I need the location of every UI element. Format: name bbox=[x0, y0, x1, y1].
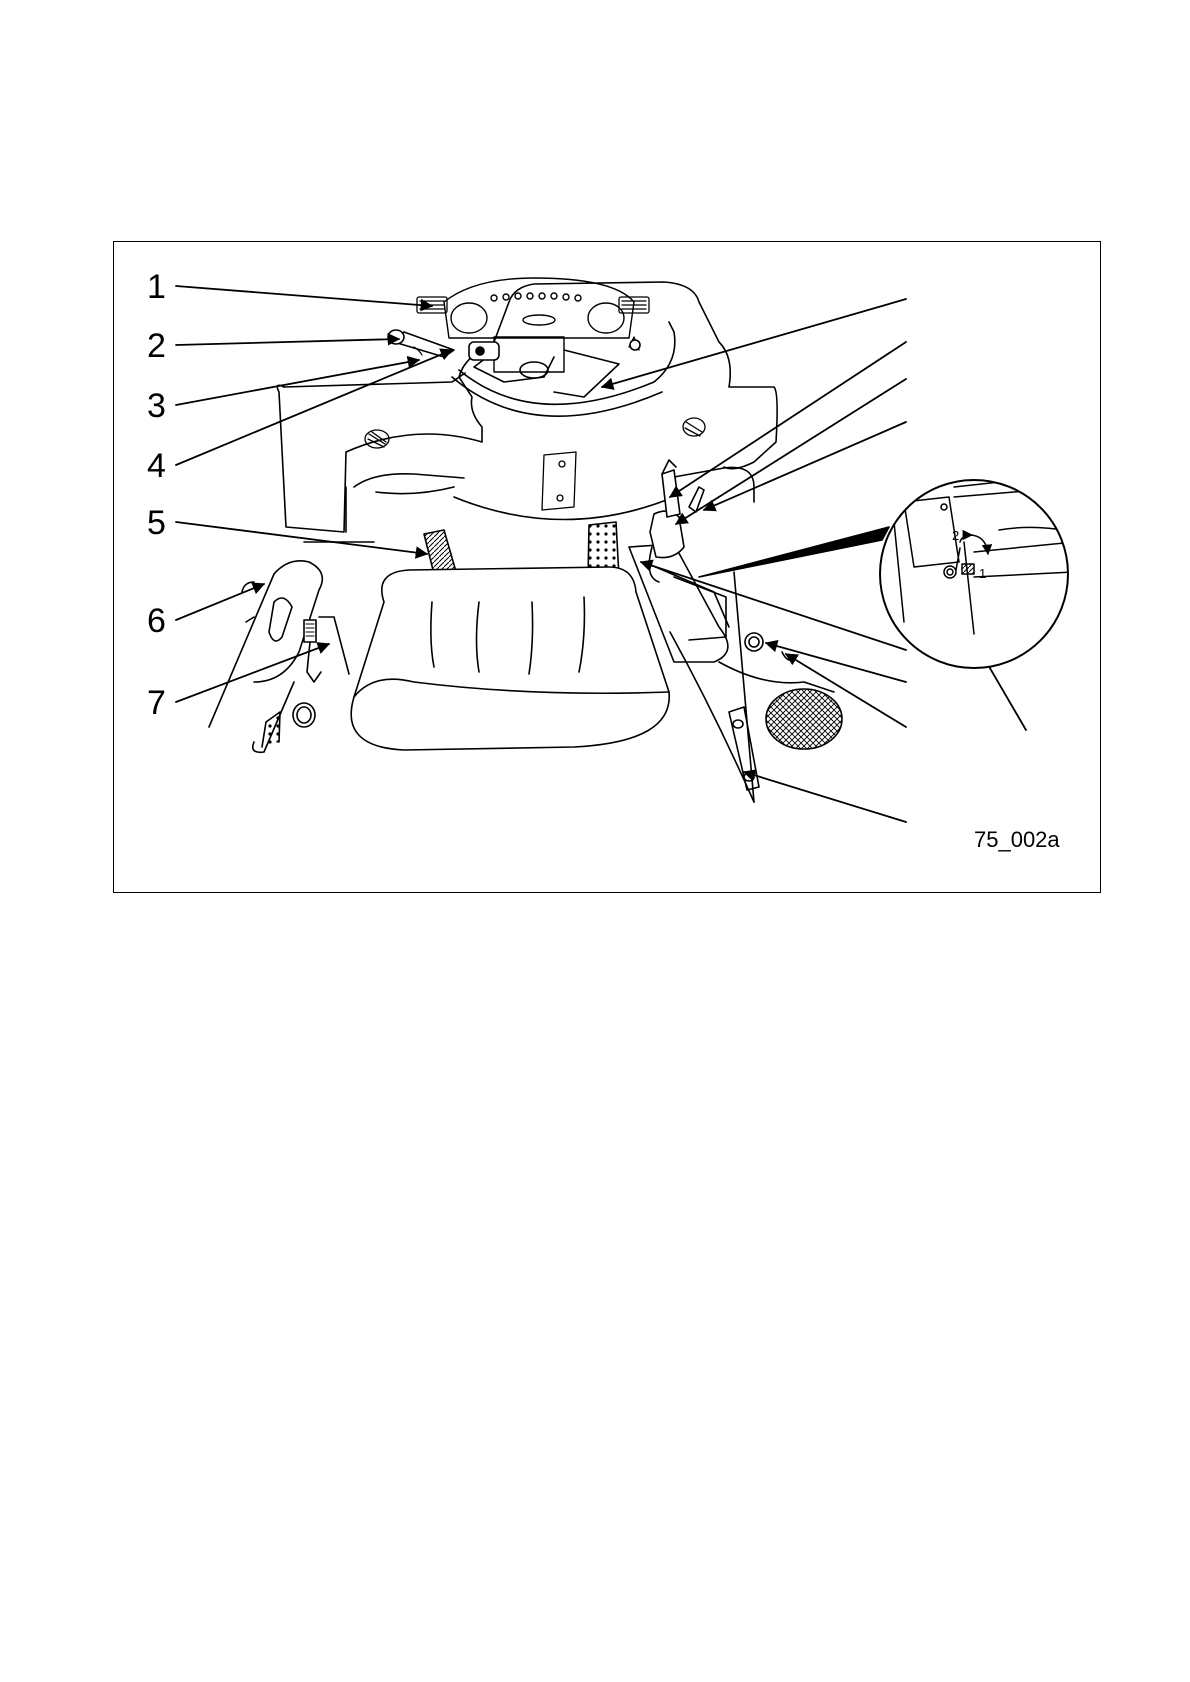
figure-code: 75_002a bbox=[974, 827, 1060, 853]
left-console bbox=[209, 561, 349, 752]
figure-frame: 1 2 3 4 5 6 7 2 1 75_002a bbox=[113, 241, 1101, 893]
instrument-display bbox=[444, 278, 634, 338]
inset-label-1: 1 bbox=[979, 566, 986, 581]
steering-wheel bbox=[452, 322, 675, 416]
dashboard-plate bbox=[542, 452, 576, 510]
inset-label-2: 2 bbox=[952, 528, 959, 543]
callout-1: 1 bbox=[147, 270, 166, 304]
callout-4: 4 bbox=[147, 449, 166, 483]
callout-5: 5 bbox=[147, 506, 166, 540]
seat bbox=[351, 567, 669, 750]
callout-3: 3 bbox=[147, 389, 166, 423]
dashboard-cowl bbox=[277, 282, 777, 542]
callout-6: 6 bbox=[147, 604, 166, 638]
inset-detail bbox=[880, 457, 1074, 668]
joystick-console bbox=[629, 460, 842, 802]
inset-wedge bbox=[699, 527, 889, 577]
callout-2: 2 bbox=[147, 329, 166, 363]
callout-7: 7 bbox=[147, 686, 166, 720]
operator-station-drawing bbox=[114, 242, 1102, 894]
